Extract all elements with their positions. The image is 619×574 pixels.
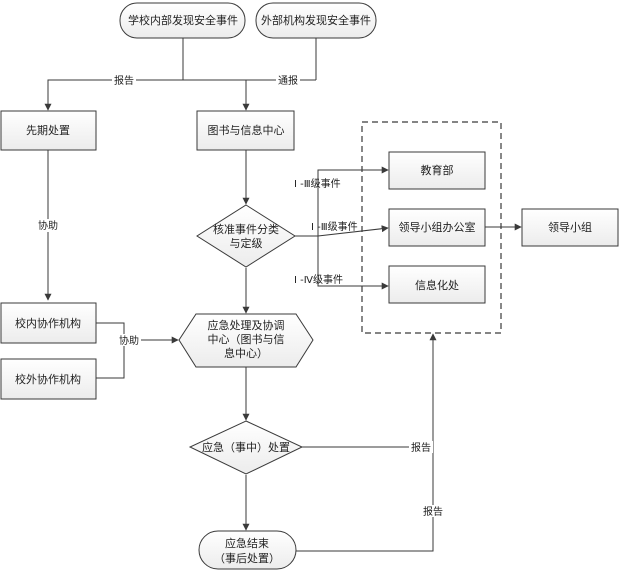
node-emergency-center: 应急处理及协调 中心（图书与信 息中心） bbox=[178, 313, 314, 368]
library-center-label: 图书与信息中心 bbox=[208, 123, 285, 137]
info-office-label: 信息化处 bbox=[415, 278, 459, 292]
edge-label-report-end: 报告 bbox=[423, 505, 443, 518]
node-internal-coop: 校内协作机构 bbox=[0, 302, 97, 344]
edge-label-level-1-4: Ⅰ -Ⅳ级事件 bbox=[294, 273, 343, 286]
edge-label-report-mid: 报告 bbox=[411, 441, 431, 454]
emergency-center-line2: 中心（图书与信 bbox=[208, 333, 285, 346]
emergency-end-line2: （事后处置） bbox=[214, 552, 280, 565]
edge-label-level-1-3b: Ⅰ -Ⅲ级事件 bbox=[311, 220, 358, 233]
node-initial-disposal: 先期处置 bbox=[0, 110, 97, 151]
node-leader-office: 领导小组办公室 bbox=[388, 208, 486, 247]
edge-label-report: 报告 bbox=[114, 74, 134, 87]
classify-label-line2: 与定级 bbox=[230, 236, 263, 250]
education-dept-label: 教育部 bbox=[421, 163, 454, 177]
node-external-event: 外部机构发现安全事件 bbox=[255, 2, 377, 39]
edge-to-education bbox=[294, 166, 389, 237]
emergency-center-line3: 息中心） bbox=[224, 346, 268, 360]
edge-end-report bbox=[296, 333, 437, 552]
emergency-disposal-label: 应急（事中）处置 bbox=[202, 440, 290, 454]
node-library-center: 图书与信息中心 bbox=[196, 110, 295, 151]
initial-disposal-label: 先期处置 bbox=[26, 124, 70, 137]
edge-label-notify: 通报 bbox=[278, 74, 298, 87]
node-emergency-disposal: 应急（事中）处置 bbox=[188, 420, 304, 475]
node-internal-event: 学校内部发现安全事件 bbox=[119, 2, 246, 39]
node-leader-group: 领导小组 bbox=[521, 208, 619, 247]
edge-to-info-office bbox=[317, 236, 389, 290]
leader-office-label: 领导小组办公室 bbox=[399, 220, 476, 234]
leadership-group-frame bbox=[361, 121, 502, 334]
internal-event-label: 学校内部发现安全事件 bbox=[128, 13, 238, 27]
external-event-label: 外部机构发现安全事件 bbox=[261, 13, 371, 27]
edge-label-assist-vertical: 协助 bbox=[38, 219, 58, 232]
node-education-dept: 教育部 bbox=[388, 151, 486, 190]
emergency-end-line1: 应急结束 bbox=[225, 536, 269, 550]
node-external-coop: 校外协作机构 bbox=[0, 358, 97, 400]
node-info-office: 信息化处 bbox=[388, 265, 486, 304]
node-classify: 核准事件分类 与定级 bbox=[196, 204, 296, 268]
leader-group-label: 领导小组 bbox=[548, 220, 592, 234]
edge-to-leader-office bbox=[317, 225, 389, 237]
edge-label-level-1-3a: Ⅰ -Ⅲ级事件 bbox=[294, 177, 341, 190]
classify-label-line1: 核准事件分类 bbox=[213, 222, 279, 236]
edge-external-coop bbox=[96, 340, 125, 379]
edge-label-assist: 协助 bbox=[119, 334, 139, 347]
internal-coop-label: 校内协作机构 bbox=[15, 316, 81, 330]
edge-report-to-initial bbox=[44, 79, 183, 111]
node-emergency-end: 应急结束 （事后处置） bbox=[198, 530, 297, 570]
external-coop-label: 校外协作机构 bbox=[15, 372, 81, 386]
edge-labels: 报告 通报 协助 协助 Ⅰ -Ⅲ级事件 Ⅰ -Ⅲ级事件 Ⅰ -Ⅳ级事件 报告 报… bbox=[36, 74, 445, 518]
emergency-center-line1: 应急处理及协调 bbox=[208, 318, 285, 332]
